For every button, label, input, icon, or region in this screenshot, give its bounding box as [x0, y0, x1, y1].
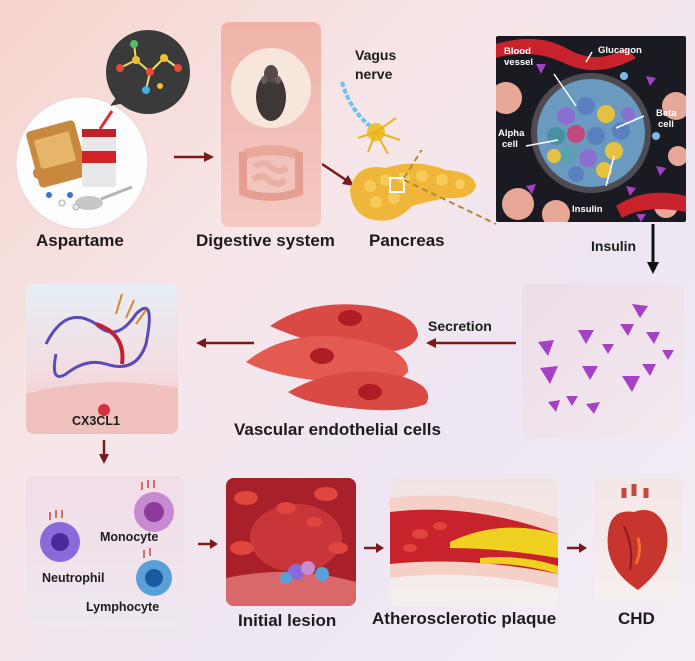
arrow-endothelial-to-cx3cl1	[196, 336, 256, 350]
arrow-immune-to-lesion	[198, 538, 218, 550]
pancreas-label: Pancreas	[369, 231, 445, 250]
dashed-connector-lower	[404, 178, 499, 228]
atherosclerotic-plaque-panel	[390, 478, 558, 606]
initial-lesion-label: Initial lesion	[238, 611, 337, 630]
islet-blood-vessel-label-line2: vessel	[504, 57, 534, 68]
lymphocyte-label: Lymphocyte	[86, 600, 160, 614]
arrow-plaque-to-chd	[567, 542, 587, 554]
cx3cl1-label: CX3CL1	[72, 414, 120, 428]
arrow-cx3cl1-to-immune-cells	[97, 440, 111, 466]
secretion-label: Secretion	[428, 318, 492, 334]
neutrophil-label: Neutrophil	[42, 571, 105, 585]
islet-inset-panel: Blood vessel Glucagon Beta cell Alpha ce…	[496, 36, 686, 222]
islet-alpha-cell-label-line1: Alpha	[498, 128, 525, 139]
arrow-aspartame-to-digestive	[174, 150, 214, 164]
arrow-lesion-to-plaque	[364, 542, 384, 554]
vagus-nerve-illustration	[330, 80, 410, 160]
monocyte-label: Monocyte	[100, 530, 159, 544]
arrow-insulin-down	[646, 224, 660, 274]
insulin-label: Insulin	[591, 238, 637, 254]
vagus-nerve-label-line1: Vagus	[355, 47, 397, 63]
vascular-endothelial-cells-label: Vascular endothelial cells	[234, 420, 441, 439]
atherosclerotic-plaque-label: Atherosclerotic plaque	[372, 609, 557, 628]
vagus-nerve-label-line2: nerve	[355, 66, 393, 82]
aspartame-illustration	[14, 95, 150, 231]
arrow-digestive-to-pancreas	[322, 162, 356, 190]
islet-glucagon-label: Glucagon	[598, 45, 642, 56]
pancreas-illustration	[346, 150, 480, 230]
digestive-system-panel	[221, 22, 321, 227]
aspartame-molecule-bubble	[100, 28, 192, 120]
chd-heart-panel	[594, 478, 682, 602]
islet-beta-cell-label-line2: cell	[658, 119, 674, 130]
aspartame-label: Aspartame	[36, 231, 124, 250]
chd-label: CHD	[618, 609, 655, 628]
digestive-system-label: Digestive system	[196, 231, 335, 250]
endothelial-cells-illustration	[240, 296, 440, 416]
immune-cells-panel: Monocyte Neutrophil Lymphocyte	[26, 476, 184, 628]
islet-alpha-cell-label-line2: cell	[502, 139, 518, 150]
arrow-insulin-to-endothelial	[426, 336, 518, 350]
islet-beta-cell-label-line1: Beta	[656, 108, 677, 119]
islet-insulin-label: Insulin	[572, 204, 603, 215]
cx3cl1-panel	[26, 284, 178, 434]
insulin-molecules-panel	[522, 284, 684, 438]
islet-blood-vessel-label-line1: Blood	[504, 46, 531, 57]
initial-lesion-panel	[226, 478, 356, 606]
